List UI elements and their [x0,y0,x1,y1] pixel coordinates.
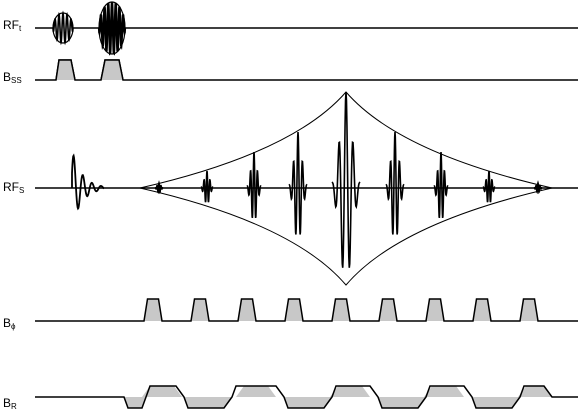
b-ss-row [35,59,578,81]
b-r-lobe-neg-1 [124,397,146,408]
rf-t-pulse-90 [52,10,74,46]
b-phi-waveform [35,298,578,322]
row-label-b-ss: BSS [3,70,22,85]
row-label-b-r: BR [3,396,17,411]
b-phi-blip-9 [520,299,538,321]
echo-4 [288,131,308,235]
b-ss-lobe-1 [56,60,75,80]
echo-5 [331,91,361,268]
echo-7 [433,151,449,219]
b-r-lobe-pos-5 [518,386,552,397]
echo-1 [154,180,164,195]
row-label-rf-s: RFS [3,180,25,195]
b-r-lobe-neg-4 [378,397,426,408]
b-phi-blip-4 [285,299,303,321]
b-r-waveform [35,385,578,409]
b-r-lobe-neg-5 [472,397,520,408]
b-r-lobe-pos-3 [330,386,370,397]
b-phi-blip-3 [238,299,256,321]
rf-s-row [35,91,578,286]
b-r-row [35,385,578,409]
b-phi-row [35,298,578,322]
b-phi-blip-1 [144,299,162,321]
b-phi-blip-2 [191,299,209,321]
rf-t-pulse-1-waveform [52,10,74,46]
rf-t-pulse-180 [97,1,127,56]
echo-8 [482,170,496,203]
fid-signal [71,153,105,211]
b-ss-lobe-2 [101,60,123,80]
row-label-b-phi: Bϕ [3,316,16,331]
rf-t-row [35,1,578,56]
echo-9 [533,180,543,195]
b-r-lobe-pos-4 [424,386,464,397]
b-phi-blip-7 [426,299,444,321]
echo-2 [200,170,214,203]
b-r-lobe-neg-2 [184,397,232,408]
echo-6 [385,131,405,235]
b-phi-blip-5 [332,299,350,321]
row-label-rf-t: RFt [3,18,22,33]
rf-t-pulse-2-waveform [97,1,127,56]
echo-train [154,91,543,268]
b-r-lobe-pos-1 [142,386,182,397]
b-phi-blip-6 [379,299,397,321]
echo-3 [246,151,262,219]
fid-waveform [71,153,105,211]
b-r-lobe-neg-3 [284,397,332,408]
b-r-lobe-pos-2 [236,386,276,397]
b-phi-blip-8 [473,299,491,321]
